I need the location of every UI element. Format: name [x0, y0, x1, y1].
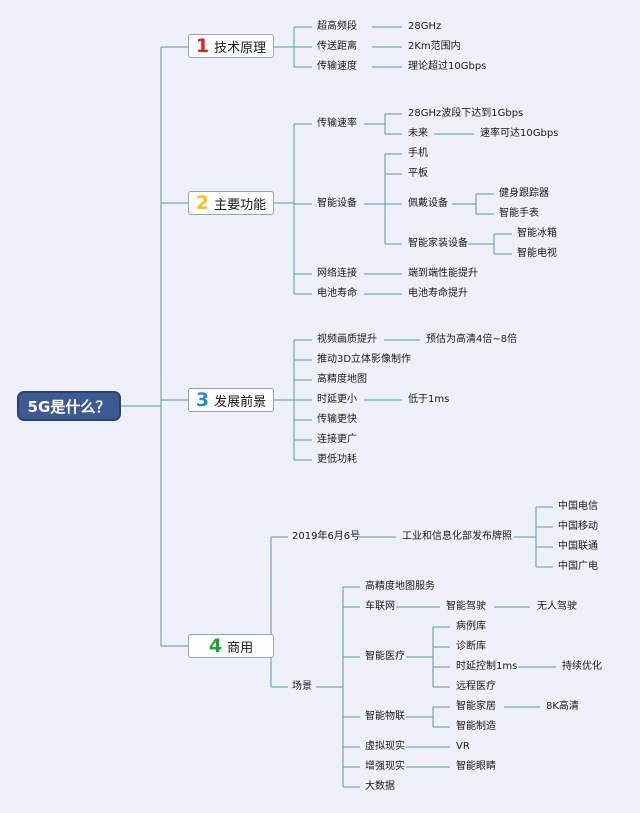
node-text: 电池寿命: [317, 288, 357, 299]
node-text: VR: [456, 741, 470, 752]
node-text: 持续优化: [562, 661, 602, 672]
node-text: 中国联通: [558, 541, 598, 552]
node-text: 8K高清: [546, 701, 579, 712]
node-text: 工业和信息化部发布牌照: [402, 531, 512, 542]
node-text: 高精度地图: [317, 374, 367, 385]
node-text: 传输速度: [317, 61, 357, 72]
node-text: 中国广电: [558, 561, 598, 572]
node-text: 网络连接: [317, 268, 357, 279]
root-node: 5G是什么？: [17, 391, 121, 421]
node-text: 智能家居: [456, 701, 496, 712]
node-text: 智能眼睛: [456, 761, 496, 772]
node-text: 传送距离: [317, 41, 357, 52]
branch-number-1: 1: [195, 34, 210, 57]
node-text: 智能冰箱: [517, 228, 557, 239]
node-text: 中国电信: [558, 501, 598, 512]
node-text: 智能医疗: [365, 651, 405, 662]
node-text: 时延更小: [317, 394, 357, 405]
node-text: 诊断库: [456, 641, 486, 652]
node-text: 智能设备: [317, 198, 357, 209]
node-text: 理论超过10Gbps: [408, 61, 487, 72]
node-text: 更低功耗: [317, 454, 357, 465]
branch-number-2: 2: [195, 191, 210, 214]
node-text: 未来: [408, 128, 428, 139]
node-text: 车联网: [365, 601, 395, 612]
node-text: 健身跟踪器: [499, 188, 549, 199]
node-text: 智能电视: [517, 248, 557, 259]
node-text: 2Km范围内: [408, 41, 461, 52]
branch-number-4: 4: [208, 634, 223, 657]
node-text: 端到端性能提升: [408, 268, 478, 279]
branch-label: 商用: [227, 640, 254, 656]
node-text: 传输速率: [317, 118, 357, 129]
node-text: 无人驾驶: [537, 601, 577, 612]
node-text: 2019年6月6号: [292, 531, 361, 542]
node-text: 低于1ms: [408, 394, 450, 405]
node-text: 智能制造: [456, 721, 496, 732]
branch-label: 技术原理: [214, 40, 267, 56]
branch-technology: 1 技术原理: [188, 34, 274, 58]
node-text: 28GHz: [408, 21, 442, 32]
node-text: 传输更快: [317, 414, 357, 425]
node-text: 连接更广: [317, 434, 357, 445]
node-text: 智能物联: [365, 711, 405, 722]
branch-label: 主要功能: [214, 197, 267, 213]
node-text: 视频画质提升: [317, 334, 377, 345]
node-text: 远程医疗: [456, 681, 496, 692]
node-text: 智能手表: [499, 208, 539, 219]
node-text: 电池寿命提升: [408, 288, 468, 299]
node-text: 病例库: [456, 621, 486, 632]
branch-number-3: 3: [195, 388, 210, 411]
node-text: 速率可达10Gbps: [480, 128, 559, 139]
branch-label: 发展前景: [214, 394, 267, 410]
node-text: 增强现实: [365, 761, 405, 772]
node-text: 推动3D立体影像制作: [317, 354, 412, 365]
node-text: 28GHz波段下达到1Gbps: [408, 108, 524, 119]
node-text: 智能家装设备: [408, 238, 468, 249]
node-text: 佩戴设备: [408, 198, 448, 209]
node-text: 大数据: [365, 781, 395, 792]
node-text: 中国移动: [558, 521, 598, 532]
node-text: 平板: [408, 168, 428, 179]
branch-commercial: 4 商用: [188, 634, 274, 658]
node-text: 虚拟现实: [365, 741, 405, 752]
node-text: 超高频段: [317, 21, 357, 32]
branch-prospects: 3 发展前景: [188, 388, 274, 412]
branch-functions: 2 主要功能: [188, 191, 274, 215]
node-text: 手机: [408, 148, 428, 159]
node-text: 高精度地图服务: [365, 581, 435, 592]
node-text: 预估为高清4倍~8倍: [426, 334, 518, 345]
node-text: 时延控制1ms: [456, 661, 518, 672]
node-text: 场景: [292, 681, 312, 692]
node-text: 智能驾驶: [446, 601, 486, 612]
